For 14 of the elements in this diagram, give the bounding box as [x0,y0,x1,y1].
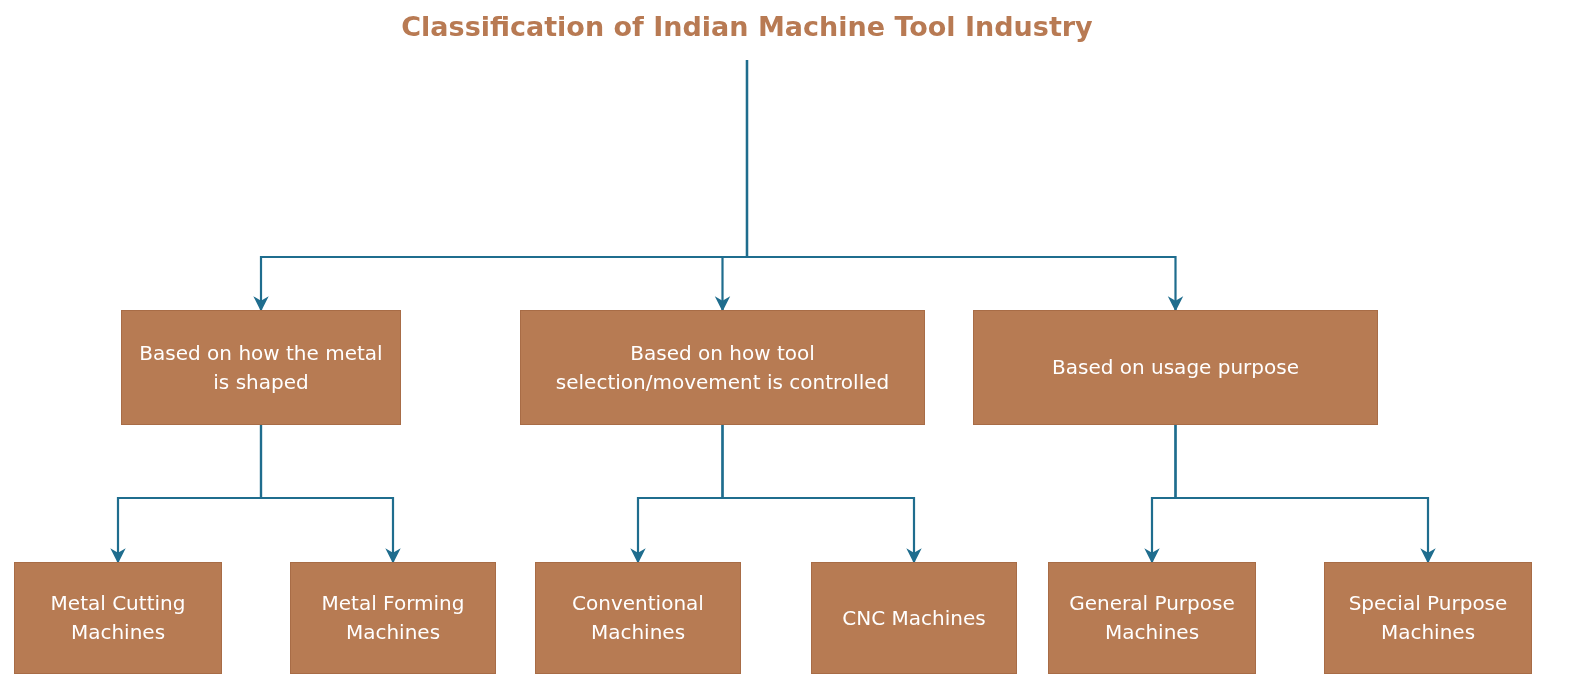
category-box: Metal Forming Machines [290,562,496,674]
arrow [1174,425,1436,564]
category-box: CNC Machines [811,562,1017,674]
category-box: Metal Cutting Machines [14,562,222,674]
category-box: Based on usage purpose [973,310,1378,425]
category-box: General Purpose Machines [1048,562,1256,674]
root-node-label: Classification of Indian Machine Tool Industry [400,5,1094,47]
category-box: Based on how tool selection/movement is controlled [520,310,925,425]
category-box: Based on how the metal is shaped [121,310,401,425]
arrow [745,60,1184,312]
arrow [721,425,922,564]
arrow [259,425,401,564]
category-box: Special Purpose Machines [1324,562,1532,674]
category-box: Conventional Machines [535,562,741,674]
